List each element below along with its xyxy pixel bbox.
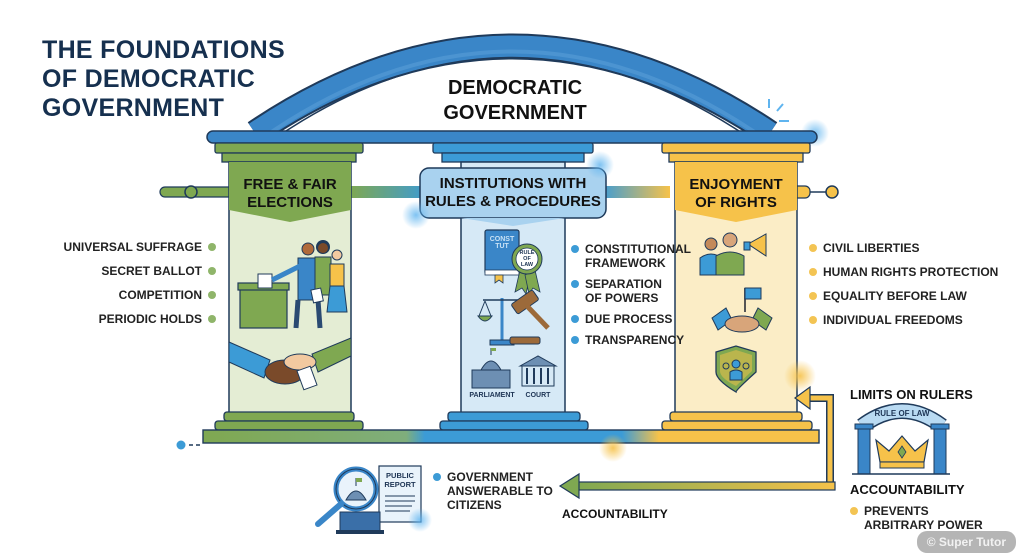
- list-item: SEPARATION OF POWERS: [571, 277, 681, 305]
- accountability-arrow: [558, 472, 836, 500]
- watermark: © Super Tutor: [916, 531, 1016, 553]
- bullet-dot: [809, 316, 817, 324]
- roof-arch: [247, 33, 778, 144]
- pillar-institutions: [402, 142, 614, 431]
- bullet-dot: [208, 291, 216, 299]
- accountability-point: GOVERNMENT ANSWERABLE TO CITIZENS: [433, 470, 553, 522]
- rule-of-law-arch-label: RULE OF LAW: [874, 409, 930, 418]
- connector-node-right: [825, 185, 839, 199]
- pillar-rights-heading: ENJOYMENT OF RIGHTS: [689, 176, 783, 211]
- list-item: UNIVERSAL SUFFRAGE: [40, 240, 216, 254]
- pillar-institutions-heading: INSTITUTIONS WITH RULES & PROCEDURES: [425, 175, 601, 210]
- pillar-rights: [661, 142, 816, 431]
- accountability-arrow-label: ACCOUNTABILITY: [562, 507, 668, 521]
- list-item: EQUALITY BEFORE LAW: [809, 289, 1009, 303]
- page-title: THE FOUNDATIONS OF DEMOCRATIC GOVERNMENT: [42, 36, 285, 122]
- public-report-label: PUBLIC REPORT: [384, 471, 416, 489]
- connector-node-left: [184, 185, 198, 199]
- bullet-dot: [809, 292, 817, 300]
- bullet-dot: [571, 280, 579, 288]
- list-item: PREVENTS ARBITRARY POWER: [850, 504, 1020, 532]
- bullet-dot: [433, 473, 441, 481]
- list-item: SECRET BALLOT: [40, 264, 216, 278]
- list-item: CIVIL LIBERTIES: [809, 241, 1009, 255]
- pillar-elections-heading: FREE & FAIR ELECTIONS: [243, 176, 337, 211]
- list-item: PERIODIC HOLDS: [40, 312, 216, 326]
- elections-points-list: UNIVERSAL SUFFRAGE SECRET BALLOT COMPETI…: [40, 240, 216, 336]
- bullet-dot: [571, 245, 579, 253]
- bullet-dot: [208, 267, 216, 275]
- start-node: [176, 440, 186, 450]
- base-platform: [202, 429, 820, 444]
- list-item: INDIVIDUAL FREEDOMS: [809, 313, 1009, 327]
- rights-points-list: CIVIL LIBERTIES HUMAN RIGHTS PROTECTION …: [809, 241, 1009, 337]
- bullet-dot: [850, 507, 858, 515]
- list-item: TRANSPARENCY: [571, 333, 684, 347]
- limits-points-list: PREVENTS ARBITRARY POWER: [850, 504, 1020, 542]
- rule-of-law-seal-label: RULE OF LAW: [519, 250, 535, 268]
- sparkle-icon: [768, 99, 789, 122]
- list-item: GOVERNMENT ANSWERABLE TO CITIZENS: [433, 470, 553, 512]
- list-item: COMPETITION: [40, 288, 216, 302]
- bullet-dot: [208, 243, 216, 251]
- limits-heading: LIMITS ON RULERS: [850, 387, 973, 402]
- list-item: CONSTITUTIONAL FRAMEWORK: [571, 242, 691, 270]
- roof-beam: [206, 130, 818, 144]
- bullet-dot: [809, 244, 817, 252]
- bullet-dot: [208, 315, 216, 323]
- bullet-dot: [571, 336, 579, 344]
- roof-label: DEMOCRATIC GOVERNMENT: [443, 77, 587, 124]
- institutions-points-list: CONSTITUTIONAL FRAMEWORK SEPARATION OF P…: [571, 242, 691, 357]
- court-label: COURT: [525, 392, 551, 399]
- constitution-book-label: CONST TUT: [489, 236, 515, 250]
- parliament-label: PARLIAMENT: [469, 392, 515, 399]
- limits-accountability-heading: ACCOUNTABILITY: [850, 482, 965, 497]
- rule-of-law-crown-icon: [852, 403, 950, 475]
- bullet-dot: [571, 315, 579, 323]
- pillar-elections: [214, 142, 364, 431]
- list-item: DUE PROCESS: [571, 312, 681, 326]
- list-item: HUMAN RIGHTS PROTECTION: [809, 265, 1009, 279]
- bullet-dot: [809, 268, 817, 276]
- public-report-inspection-icon: [315, 465, 432, 534]
- feedback-loop-arrow: [793, 385, 834, 486]
